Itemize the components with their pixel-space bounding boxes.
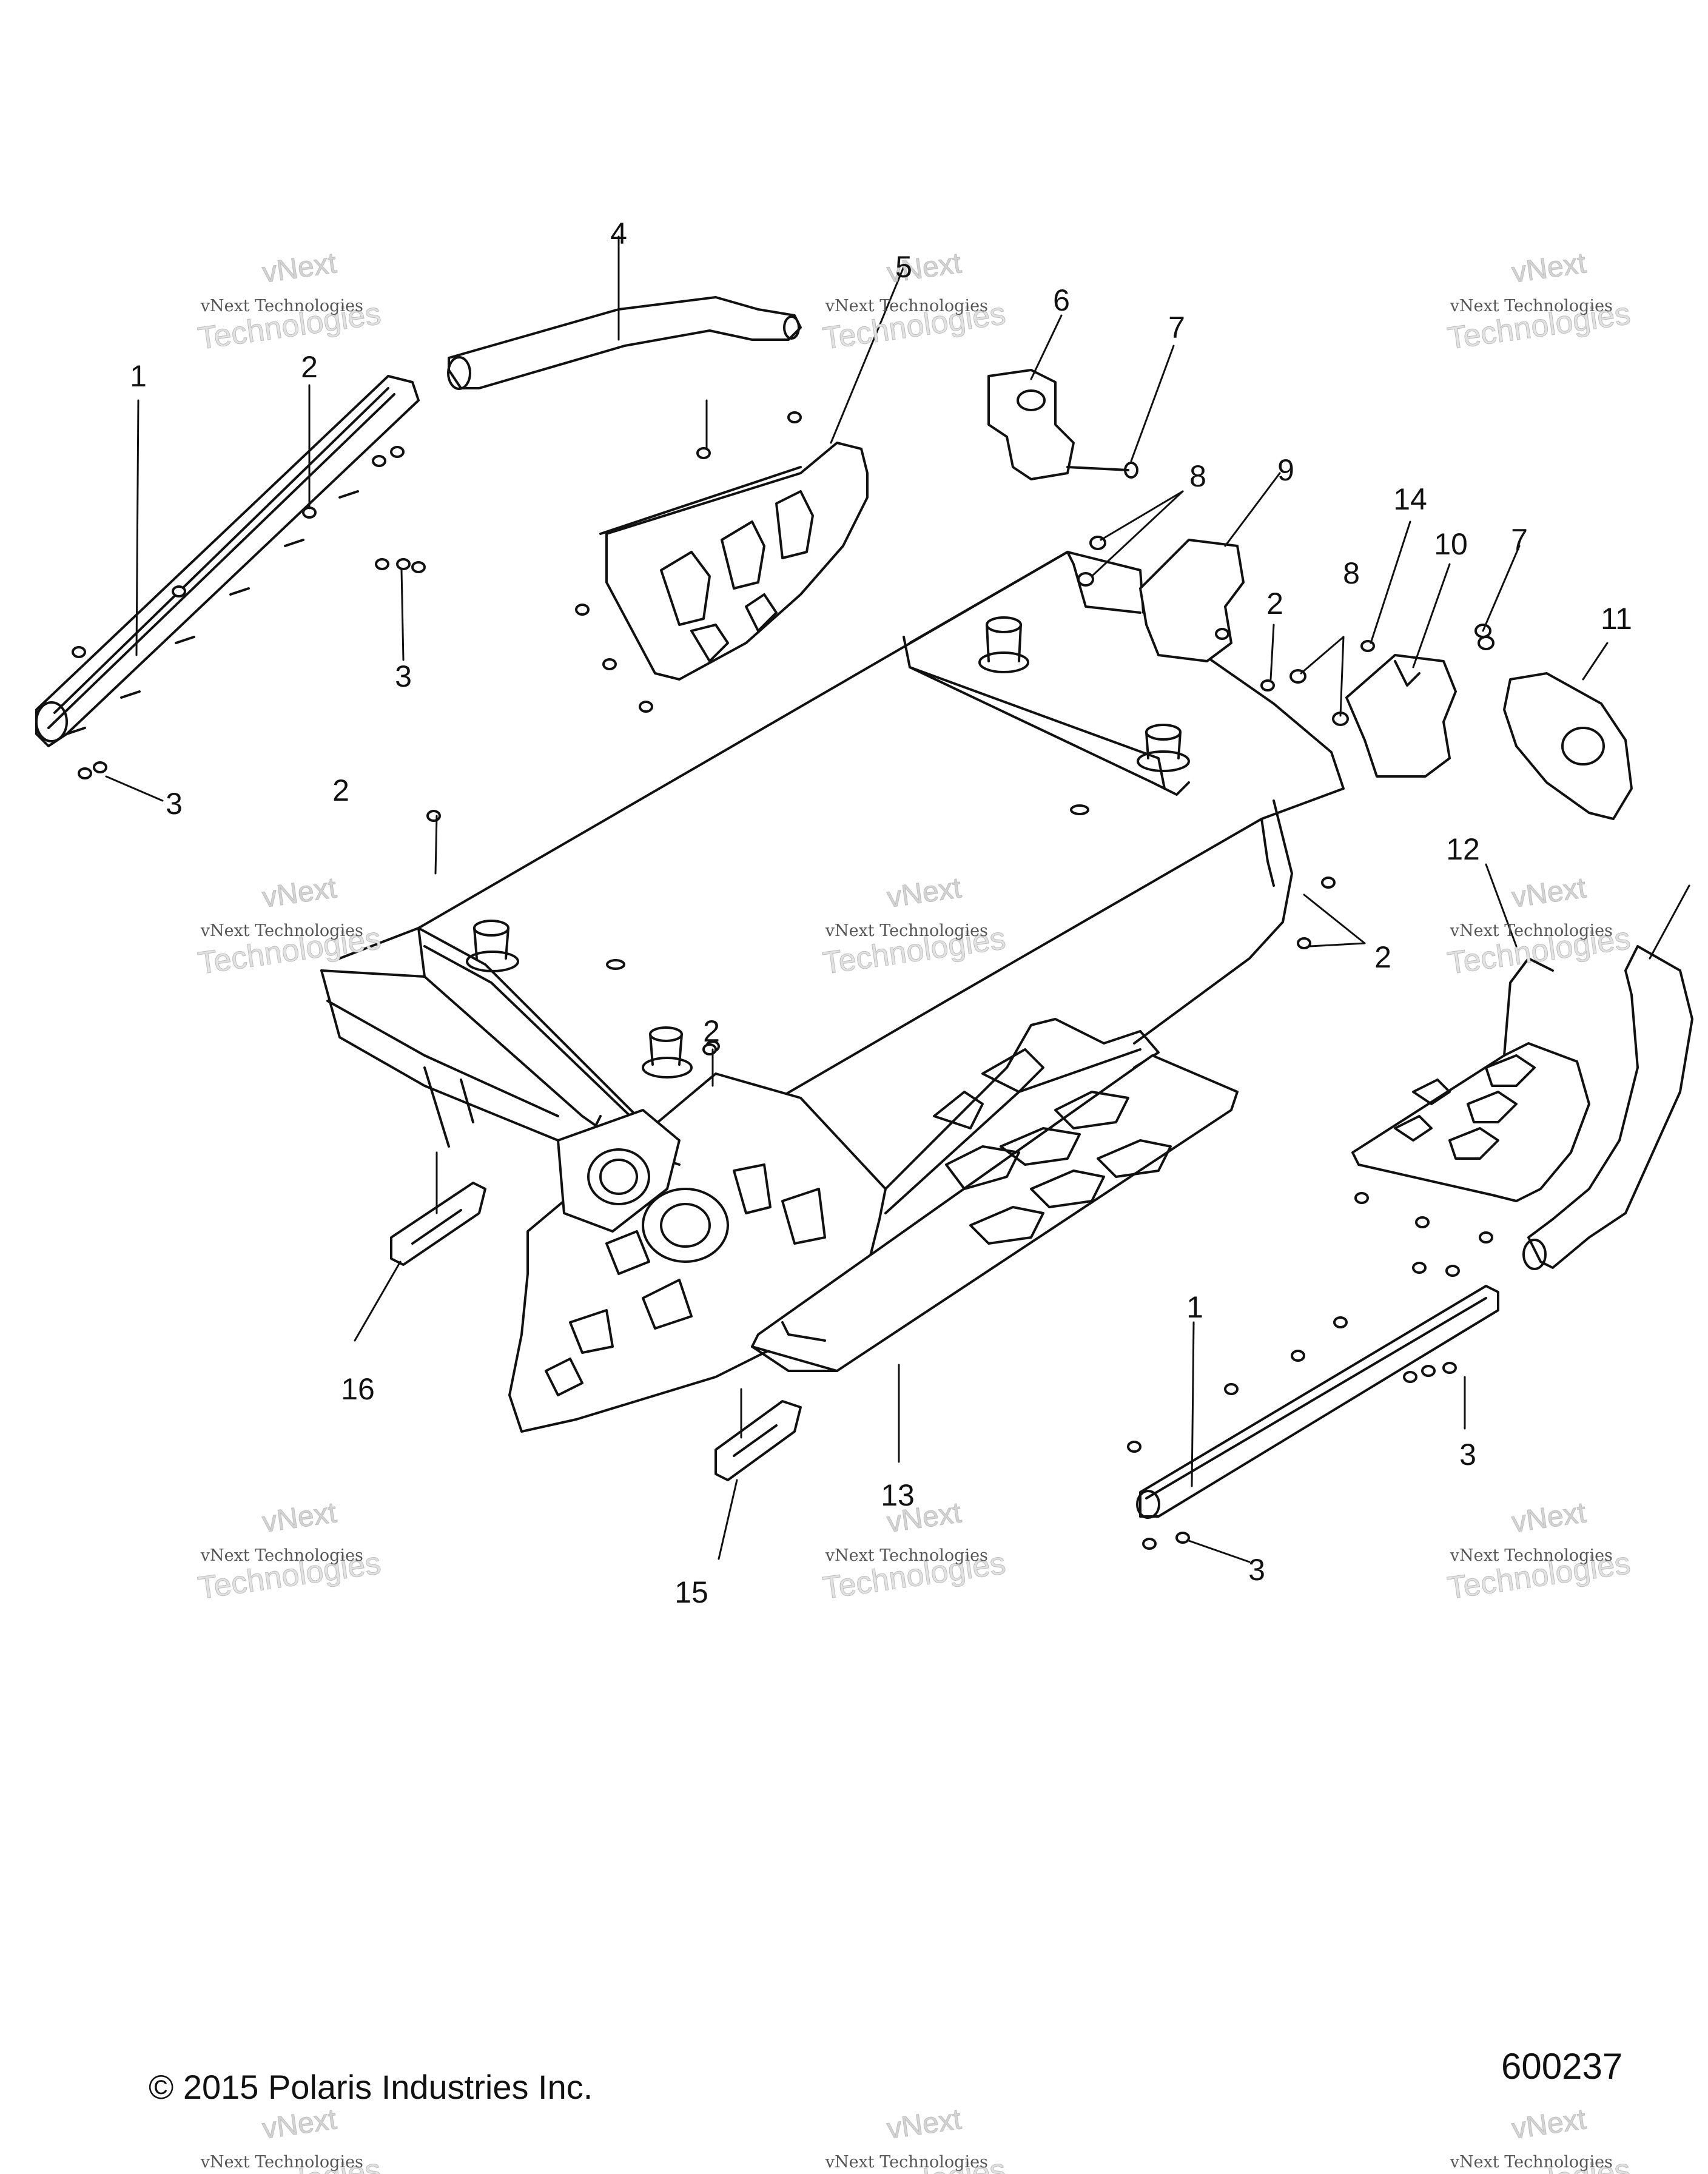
callout-10: 10 <box>1434 527 1468 561</box>
callout-14: 14 <box>1393 482 1427 516</box>
callout-2: 2 <box>301 350 318 384</box>
callout-15: 15 <box>674 1575 708 1609</box>
right-rail <box>1136 1285 1499 1519</box>
callout-8: 8 <box>1189 459 1206 493</box>
running-board <box>751 1018 1239 1372</box>
callout-6: 6 <box>1053 283 1070 317</box>
callout-3: 3 <box>395 659 412 693</box>
callout-16: 16 <box>341 1372 375 1406</box>
bracket-15 <box>714 1400 802 1481</box>
callout-1b: 1 <box>1186 1290 1203 1324</box>
bracket-6 <box>987 369 1138 480</box>
left-footrest-plate <box>599 442 869 681</box>
callout-1: 1 <box>130 359 147 393</box>
callout-13: 13 <box>881 1478 915 1512</box>
callout-2d: 2 <box>1374 940 1391 974</box>
left-rail <box>35 375 420 747</box>
callout-12: 12 <box>1446 832 1480 866</box>
callout-2c: 2 <box>332 773 349 807</box>
tunnel-side-panel <box>508 1072 887 1433</box>
right-footrest-plate <box>1351 957 1590 1202</box>
callout-8b: 8 <box>1343 556 1360 590</box>
callout-4: 4 <box>610 217 627 251</box>
copyright-text: © 2015 Polaris Industries Inc. <box>149 2068 593 2106</box>
callout-2b: 2 <box>1266 587 1283 621</box>
callout-7: 7 <box>1168 311 1185 345</box>
callout-3b: 3 <box>166 787 183 821</box>
left-grab-handle <box>447 296 802 390</box>
fasteners <box>72 411 1494 1550</box>
plate-10 <box>1345 654 1457 778</box>
bracket-16 <box>390 1182 486 1266</box>
callout-5: 5 <box>895 250 912 284</box>
tunnel-deck <box>320 551 1345 1160</box>
front-bulkhead <box>320 969 681 1233</box>
callout-3c: 3 <box>1459 1438 1476 1472</box>
leader-lines <box>105 235 1690 1563</box>
callout-3d: 3 <box>1248 1553 1265 1587</box>
right-grab-handle <box>1522 945 1693 1270</box>
bracket-11 <box>1503 672 1633 820</box>
callout-9: 9 <box>1277 453 1294 487</box>
callout-11: 11 <box>1601 602 1632 636</box>
plate-9 <box>1139 539 1245 662</box>
diagram-number: 600237 <box>1501 2046 1623 2087</box>
callout-7b: 7 <box>1511 523 1528 557</box>
callout-2e: 2 <box>703 1014 720 1048</box>
